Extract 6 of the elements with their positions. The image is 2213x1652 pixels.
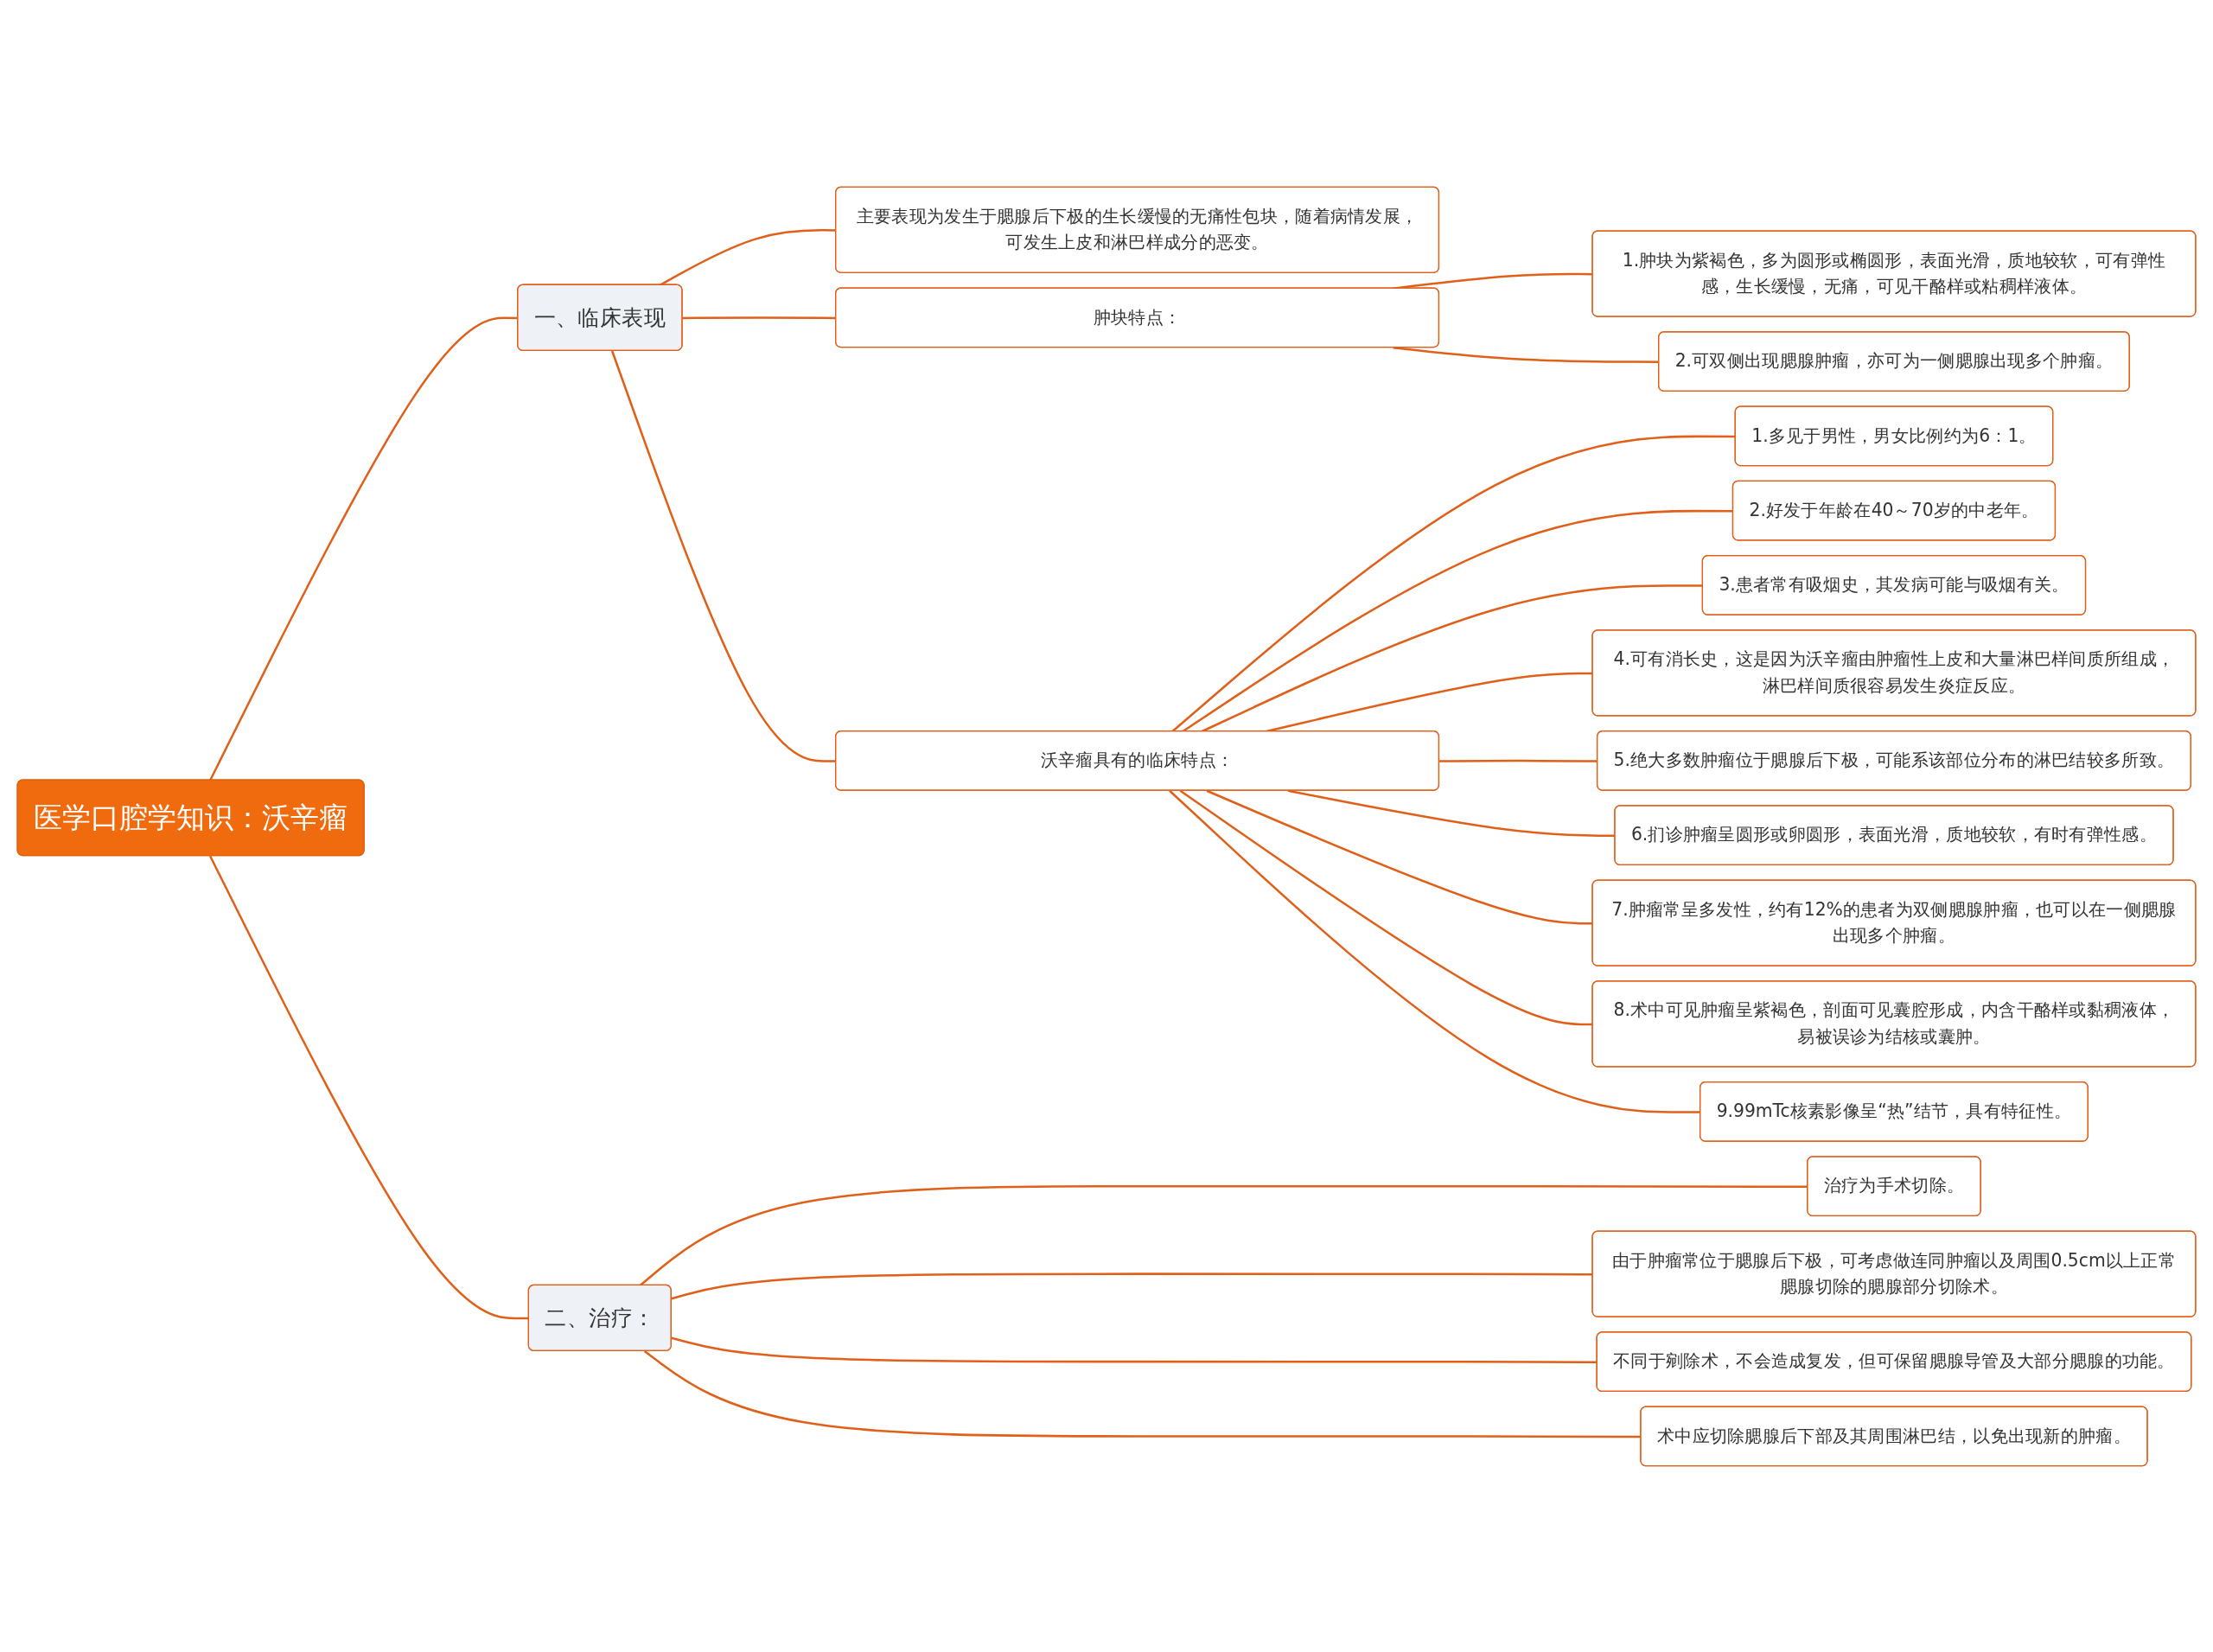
- connector: [1179, 789, 1593, 1025]
- connector: [1206, 789, 1593, 925]
- connector: [209, 855, 529, 1319]
- connector: [1171, 435, 1736, 732]
- connector: [671, 1336, 1598, 1363]
- connector: [671, 1272, 1593, 1299]
